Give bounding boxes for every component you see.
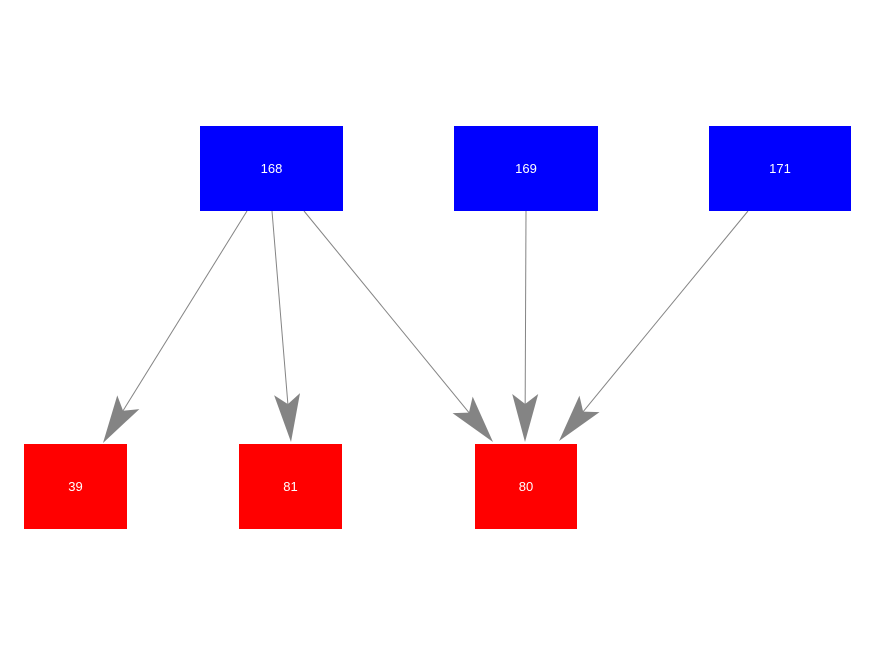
node-169-label: 169 — [515, 161, 537, 176]
node-171-label: 171 — [769, 161, 791, 176]
arrowhead-168-39 — [103, 395, 140, 443]
arrowhead-168-81 — [274, 393, 301, 442]
edge-line-169-80 — [524, 210, 527, 405]
node-39-label: 39 — [68, 479, 83, 494]
node-39: 39 — [24, 444, 127, 529]
node-80: 80 — [475, 444, 577, 529]
node-168: 168 — [200, 126, 343, 211]
edge-line-168-80 — [303, 210, 470, 413]
arrowhead-169-80 — [512, 393, 539, 442]
edge-line-168-81 — [271, 210, 289, 405]
node-81-label: 81 — [283, 479, 298, 494]
node-168-label: 168 — [260, 161, 283, 176]
node-171: 171 — [709, 126, 851, 211]
arrowhead-171-80 — [559, 395, 600, 441]
node-81: 81 — [239, 444, 342, 529]
arrowhead-168-80 — [452, 396, 493, 442]
edge-line-168-39 — [122, 210, 248, 411]
edge-line-171-80 — [582, 210, 749, 412]
node-169: 169 — [454, 126, 598, 211]
node-80-label: 80 — [518, 479, 534, 494]
